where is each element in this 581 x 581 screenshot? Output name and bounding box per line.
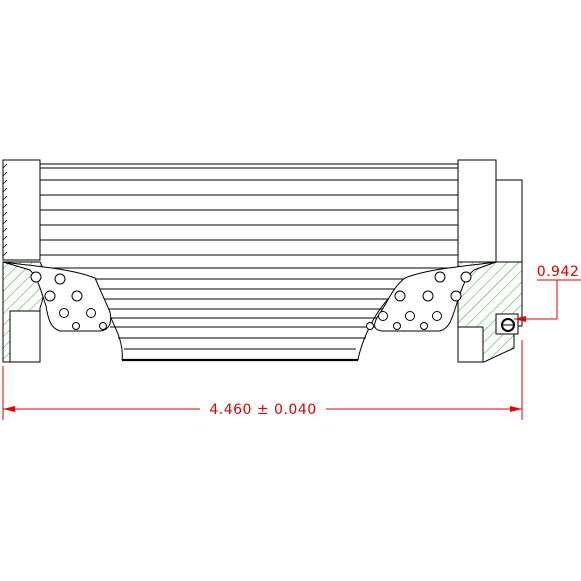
left-perforation-holes bbox=[30, 271, 107, 330]
left-perforated-zone bbox=[2, 261, 112, 332]
port-diameter-label: 0.942 bbox=[537, 264, 580, 280]
pleat-lines bbox=[40, 163, 458, 350]
right-perforation-holes bbox=[366, 271, 472, 330]
right-end-cap bbox=[457, 159, 523, 363]
port-diameter-dimension bbox=[514, 279, 581, 322]
right-spigot bbox=[495, 179, 523, 263]
left-end-cap bbox=[2, 159, 45, 363]
right-bore bbox=[457, 326, 484, 363]
overall-length-label: 4.460 ± 0.040 bbox=[209, 402, 316, 418]
overall-length-dimension bbox=[2, 340, 523, 420]
left-bore bbox=[9, 310, 41, 363]
